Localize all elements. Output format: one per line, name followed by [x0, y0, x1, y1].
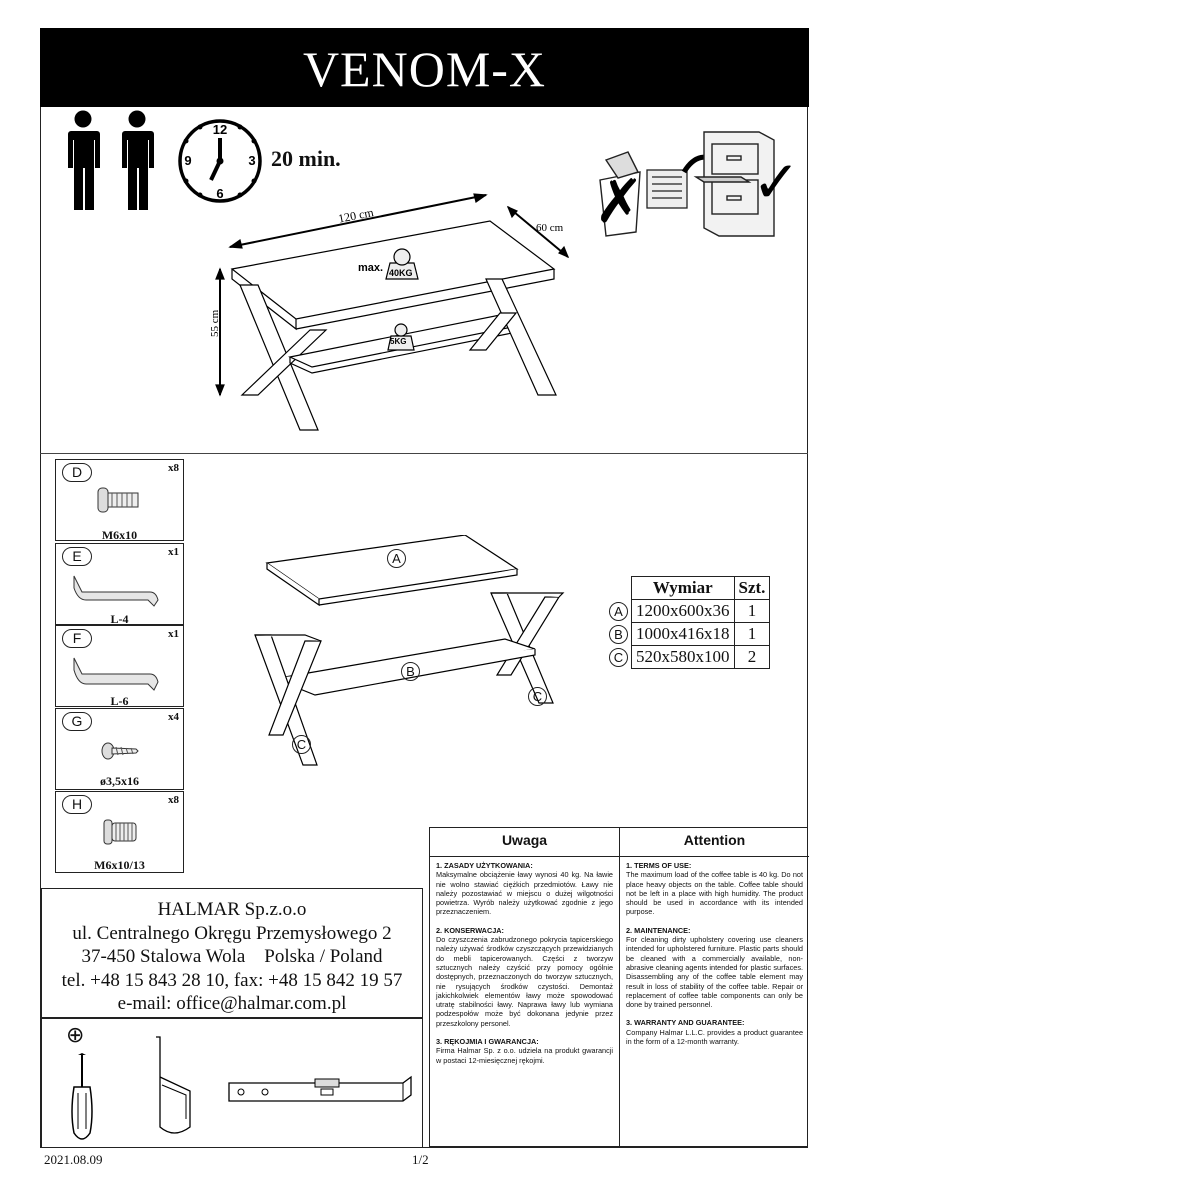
- clock-num-12: 12: [213, 122, 227, 137]
- part-qty: x8: [168, 462, 179, 474]
- part-box-e: E x1: [55, 543, 184, 625]
- instruction-booklet-icon: [646, 169, 688, 209]
- top-load-label: 40KG: [389, 268, 413, 278]
- part-letter: E: [62, 547, 92, 566]
- company-phone: tel. +48 15 843 28 10, fax: +48 15 842 1…: [61, 969, 403, 991]
- part-label-c-front: C: [292, 735, 311, 754]
- section-text: Company Halmar L.L.C. provides a product…: [626, 1027, 803, 1047]
- two-persons-icon: [68, 110, 154, 210]
- notes-heading-pl: Uwaga: [430, 828, 619, 857]
- parts-dimension-table: Wymiar Szt. 1200x600x36 1 1000x416x18 1 …: [631, 576, 771, 669]
- part-box-h: H x8: [55, 791, 184, 873]
- clock-num-3: 3: [248, 153, 255, 168]
- page-number: 1/2: [412, 1152, 429, 1167]
- section-title: 3. RĘKOJMIA I GWARANCJA:: [436, 1037, 539, 1047]
- size-cell: 1200x600x36: [631, 599, 735, 623]
- phillips-screwdriver-icon: [71, 1053, 93, 1140]
- qty-cell: 1: [733, 622, 771, 646]
- section-text: Firma Halmar Sp. z o.o. udziela na produ…: [436, 1046, 613, 1065]
- notes-heading-en: Attention: [620, 828, 809, 857]
- depth-label: 60 cm: [536, 222, 564, 234]
- clock-num-9: 9: [184, 153, 191, 168]
- width-label: 120 cm: [337, 205, 375, 226]
- row-letter-a: A: [609, 602, 628, 621]
- notes-polish: Uwaga 1. ZASADY UŻYTKOWANIA:Maksymalne o…: [430, 828, 620, 1146]
- company-street: ul. Centralnego Okręgu Przemysłowego 2: [72, 922, 392, 944]
- part-qty: x1: [168, 546, 179, 558]
- screw-icon: [101, 742, 139, 760]
- table-dimension-drawing: 120 cm 60 cm 55 cm max. 40KG 5KG: [209, 193, 570, 431]
- shelf-load-label: 5KG: [390, 337, 406, 346]
- company-city: 37-450 Stalowa Wola Polska / Poland: [81, 946, 383, 967]
- print-date: 2021.08.09: [44, 1152, 103, 1167]
- part-letter: H: [62, 795, 92, 814]
- part-qty: x8: [168, 794, 179, 806]
- filing-cabinet-icon: [693, 131, 775, 237]
- section-text: Do czyszczenia zabrudzonego pokrycia tap…: [436, 935, 613, 1028]
- qty-cell: 1: [733, 599, 771, 623]
- trash-bin-icon: [599, 151, 641, 237]
- assembly-time: 20 min.: [271, 146, 341, 171]
- table-row: 1200x600x36 1: [631, 599, 771, 623]
- part-qty: x4: [168, 711, 179, 723]
- company-address: HALMAR Sp.z.o.o ul. Centralnego Okręgu P…: [41, 888, 423, 1018]
- part-label-b: B: [401, 662, 420, 681]
- part-name-e: L-4: [110, 612, 129, 626]
- part-name-f: L-6: [110, 694, 129, 708]
- part-box-g: G x4: [55, 708, 184, 790]
- row-letter-c: C: [609, 648, 628, 667]
- section-divider: [40, 453, 808, 454]
- section-text: For cleaning dirty upholstery covering u…: [626, 935, 803, 1010]
- care-notes: Uwaga 1. ZASADY UŻYTKOWANIA:Maksymalne o…: [429, 827, 809, 1147]
- bolt-icon: [97, 487, 139, 513]
- clock-icon: 12 3 6 9: [178, 119, 262, 203]
- section-text: The maximum load of the coffee table is …: [626, 870, 803, 917]
- part-name-h: M6x10/13: [94, 858, 145, 872]
- part-letter: G: [62, 712, 92, 731]
- part-label-a: A: [387, 549, 406, 568]
- section-text: Maksymalne obciążenie ławy wynosi 40 kg.…: [436, 870, 613, 917]
- notes-english: Attention 1. TERMS OF USE:The maximum lo…: [620, 828, 809, 1146]
- table-row: 1000x416x18 1: [631, 622, 771, 646]
- company-email: e-mail: office@halmar.com.pl: [117, 993, 347, 1014]
- allen-key-icon: [73, 575, 159, 607]
- clock-num-6: 6: [216, 186, 223, 201]
- col-header-size: Wymiar: [631, 576, 735, 600]
- cross-mark-icon: ✗: [594, 167, 644, 237]
- tape-measure-icon: [156, 1036, 191, 1134]
- row-letter-b: B: [609, 625, 628, 644]
- part-name-d: M6x10: [101, 528, 138, 542]
- part-letter: F: [62, 629, 92, 648]
- max-label: max.: [358, 262, 383, 274]
- part-box-d: D x8: [55, 459, 184, 541]
- part-qty: x1: [168, 628, 179, 640]
- col-header-qty: Szt.: [733, 576, 771, 600]
- part-box-f: F x1: [55, 625, 184, 707]
- size-cell: 520x580x100: [631, 645, 735, 669]
- company-name: HALMAR Sp.z.o.o: [157, 899, 307, 920]
- part-name-g: ø3,5x16: [100, 774, 139, 788]
- product-title: VENOM-X: [40, 28, 809, 107]
- section-title: 1. ZASADY UŻYTKOWANIA:: [436, 861, 533, 870]
- size-cell: 1000x416x18: [631, 622, 735, 646]
- phillips-symbol-icon: ⊕: [66, 1023, 85, 1048]
- section-title: 1. TERMS OF USE:: [626, 861, 692, 870]
- part-letter: D: [62, 463, 92, 482]
- spirit-level-icon: [228, 1075, 412, 1102]
- part-label-c-back: C: [528, 687, 547, 706]
- keep-instructions-icon: ✗ ✓: [594, 131, 801, 237]
- section-title: 2. KONSERWACJA:: [436, 925, 504, 935]
- qty-cell: 2: [733, 645, 771, 669]
- section-title: 2. MAINTENANCE:: [626, 925, 691, 935]
- required-tools: ⊕: [41, 1018, 423, 1148]
- height-label: 55 cm: [209, 309, 221, 337]
- section-title: 3. WARRANTY AND GUARANTEE:: [626, 1018, 745, 1028]
- allen-key-icon: [73, 657, 159, 691]
- insert-nut-icon: [103, 819, 137, 845]
- check-mark-icon: ✓: [752, 148, 801, 216]
- table-row: 520x580x100 2: [631, 645, 771, 669]
